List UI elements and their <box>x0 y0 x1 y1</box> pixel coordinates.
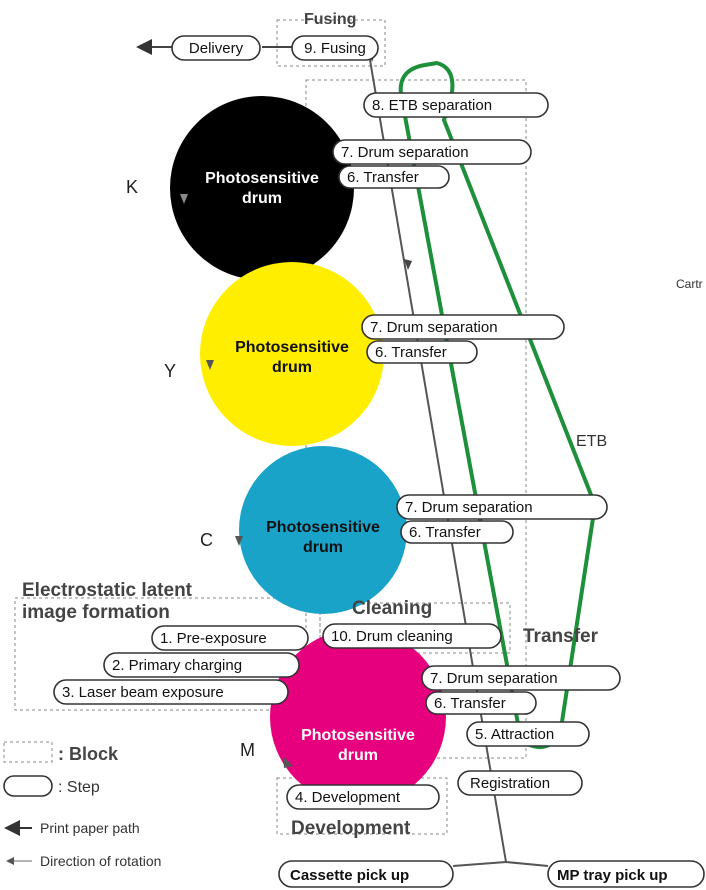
drum-k-circle <box>170 96 354 280</box>
cassette-path-line <box>452 860 549 867</box>
block-title-development: Development <box>291 818 411 839</box>
drum-m-label-line2: drum <box>338 747 378 764</box>
step-delivery: Delivery <box>171 35 261 61</box>
rotation-arrow-icon <box>206 360 214 370</box>
drum-c-label-line2: drum <box>303 539 343 556</box>
step-k-transfer: 6. Transfer <box>338 165 450 189</box>
drum-m-label-line1: Photosensitive <box>301 727 415 744</box>
svg-text:7. Drum separation: 7. Drum separation <box>370 319 498 336</box>
legend-rotation-label: Direction of rotation <box>40 853 161 869</box>
legend-step-label: : Step <box>58 779 100 796</box>
step-m-drum-separation: 7. Drum separation <box>421 665 621 691</box>
step-m-transfer: 6. Transfer <box>425 691 537 715</box>
svg-text:Delivery: Delivery <box>189 40 244 57</box>
svg-text:6. Transfer: 6. Transfer <box>409 524 481 541</box>
drum-k: Photosensitive drum <box>170 96 354 280</box>
drum-code-y: Y <box>164 361 176 381</box>
svg-text:7. Drum separation: 7. Drum separation <box>430 670 558 687</box>
drum-m-circle <box>270 629 446 805</box>
svg-text:Cassette pick up: Cassette pick up <box>290 867 409 884</box>
step-primary-charging: 2. Primary charging <box>103 652 300 678</box>
step-k-drum-separation: 7. Drum separation <box>332 139 532 165</box>
svg-text:9. Fusing: 9. Fusing <box>304 40 366 57</box>
block-title-latent-image-line2: image formation <box>22 602 170 623</box>
cartridge-partial-label: Cartr <box>676 277 703 291</box>
svg-text:5. Attraction: 5. Attraction <box>475 726 554 743</box>
rotation-arrow-icon <box>235 536 243 546</box>
block-title-fusing: Fusing <box>304 11 356 28</box>
step-mp-tray-pick-up: MP tray pick up <box>547 860 705 888</box>
svg-text:MP tray pick up: MP tray pick up <box>557 867 668 884</box>
step-etb-separation: 8. ETB separation <box>363 92 549 118</box>
svg-text:3. Laser beam exposure: 3. Laser beam exposure <box>62 684 224 701</box>
fusing-block <box>276 19 386 67</box>
drum-y-label-line1: Photosensitive <box>235 339 349 356</box>
svg-text:6. Transfer: 6. Transfer <box>347 169 419 186</box>
step-attraction: 5. Attraction <box>466 721 590 747</box>
drum-code-c: C <box>200 530 213 550</box>
block-title-latent-image-line1: Electrostatic latent <box>22 580 193 601</box>
step-laser-beam-exposure: 3. Laser beam exposure <box>53 679 289 705</box>
svg-text:7. Drum separation: 7. Drum separation <box>405 499 533 516</box>
step-registration: Registration <box>457 770 583 796</box>
svg-text:2. Primary charging: 2. Primary charging <box>112 657 242 674</box>
drum-k-label-line2: drum <box>242 190 282 207</box>
step-c-drum-separation: 7. Drum separation <box>396 494 608 520</box>
svg-text:6. Transfer: 6. Transfer <box>434 695 506 712</box>
svg-text:8. ETB separation: 8. ETB separation <box>372 97 492 114</box>
rotation-arrow-icon <box>180 194 188 204</box>
step-pre-exposure: 1. Pre-exposure <box>151 625 309 651</box>
block-title-transfer: Transfer <box>523 626 599 647</box>
step-y-transfer: 6. Transfer <box>366 340 478 364</box>
svg-text:10. Drum cleaning: 10. Drum cleaning <box>331 628 453 645</box>
step-cassette-pick-up: Cassette pick up <box>278 860 454 888</box>
drum-k-label-line1: Photosensitive <box>205 170 319 187</box>
legend: : Block : Step Print paper path Directio… <box>3 741 161 869</box>
legend-block-label: : Block <box>58 744 119 764</box>
step-c-transfer: 6. Transfer <box>400 520 514 544</box>
drum-code-m: M <box>240 740 255 760</box>
legend-block-swatch <box>3 741 53 763</box>
drum-y: Photosensitive drum <box>200 262 384 446</box>
rotation-arrow-icon <box>283 756 293 768</box>
block-title-cleaning: Cleaning <box>352 598 432 619</box>
legend-step-swatch <box>3 775 53 797</box>
legend-paper-path-label: Print paper path <box>40 820 140 836</box>
step-fusing: 9. Fusing <box>291 35 379 61</box>
step-drum-cleaning: 10. Drum cleaning <box>322 623 502 649</box>
drum-c: Photosensitive drum <box>235 446 407 614</box>
drum-y-label-line2: drum <box>272 359 312 376</box>
etb-label: ETB <box>576 433 607 450</box>
svg-text:Registration: Registration <box>470 775 550 792</box>
paper-path-arrow-icon <box>404 259 412 270</box>
svg-text:4. Development: 4. Development <box>295 789 401 806</box>
drum-c-label-line1: Photosensitive <box>266 519 380 536</box>
drum-y-circle <box>200 262 384 446</box>
svg-text:7. Drum separation: 7. Drum separation <box>341 144 469 161</box>
step-y-drum-separation: 7. Drum separation <box>361 314 565 340</box>
legend-rotation-arrowhead-icon <box>6 857 14 865</box>
drum-c-circle <box>239 446 407 614</box>
drum-m: Photosensitive drum <box>270 629 446 805</box>
svg-text:6. Transfer: 6. Transfer <box>375 344 447 361</box>
svg-text:1. Pre-exposure: 1. Pre-exposure <box>160 630 267 647</box>
step-development: 4. Development <box>286 784 440 810</box>
drum-code-k: K <box>126 177 138 197</box>
